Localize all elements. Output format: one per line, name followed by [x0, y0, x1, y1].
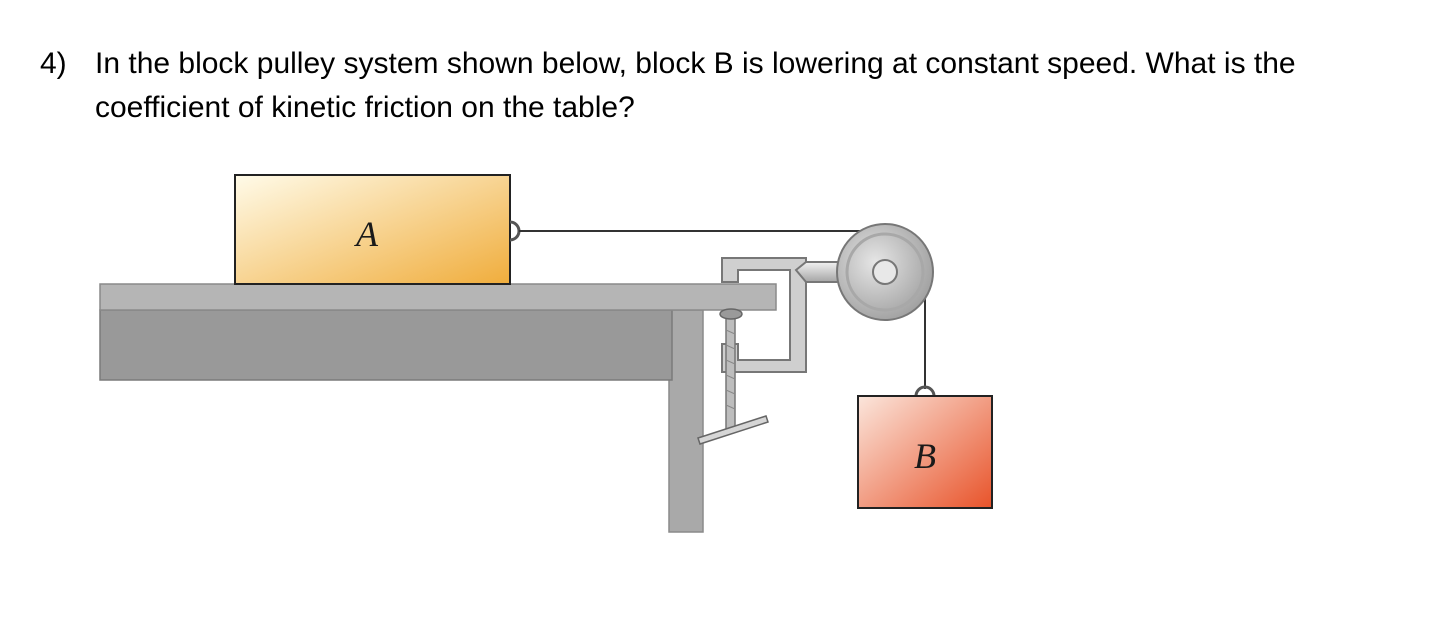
question-text: In the block pulley system shown below, … — [95, 47, 1296, 124]
clamp-pad — [719, 308, 743, 320]
block-a-label: A — [354, 214, 379, 254]
c-clamp — [697, 257, 807, 445]
table-leg — [668, 309, 704, 533]
block-a: A — [234, 174, 521, 285]
block-b-hook — [914, 385, 936, 397]
table-top — [99, 283, 777, 311]
question: 4) In the block pulley system shown belo… — [40, 42, 1420, 130]
question-number: 4) — [40, 47, 67, 80]
clamp-screw — [725, 317, 736, 431]
pulley — [836, 223, 934, 321]
block-b-label: B — [914, 436, 936, 476]
block-a-hook — [509, 220, 521, 242]
clamp-handle — [697, 415, 769, 445]
block-b: B — [857, 385, 993, 509]
table-front — [99, 309, 673, 381]
question-row: 4) In the block pulley system shown belo… — [40, 42, 1420, 130]
